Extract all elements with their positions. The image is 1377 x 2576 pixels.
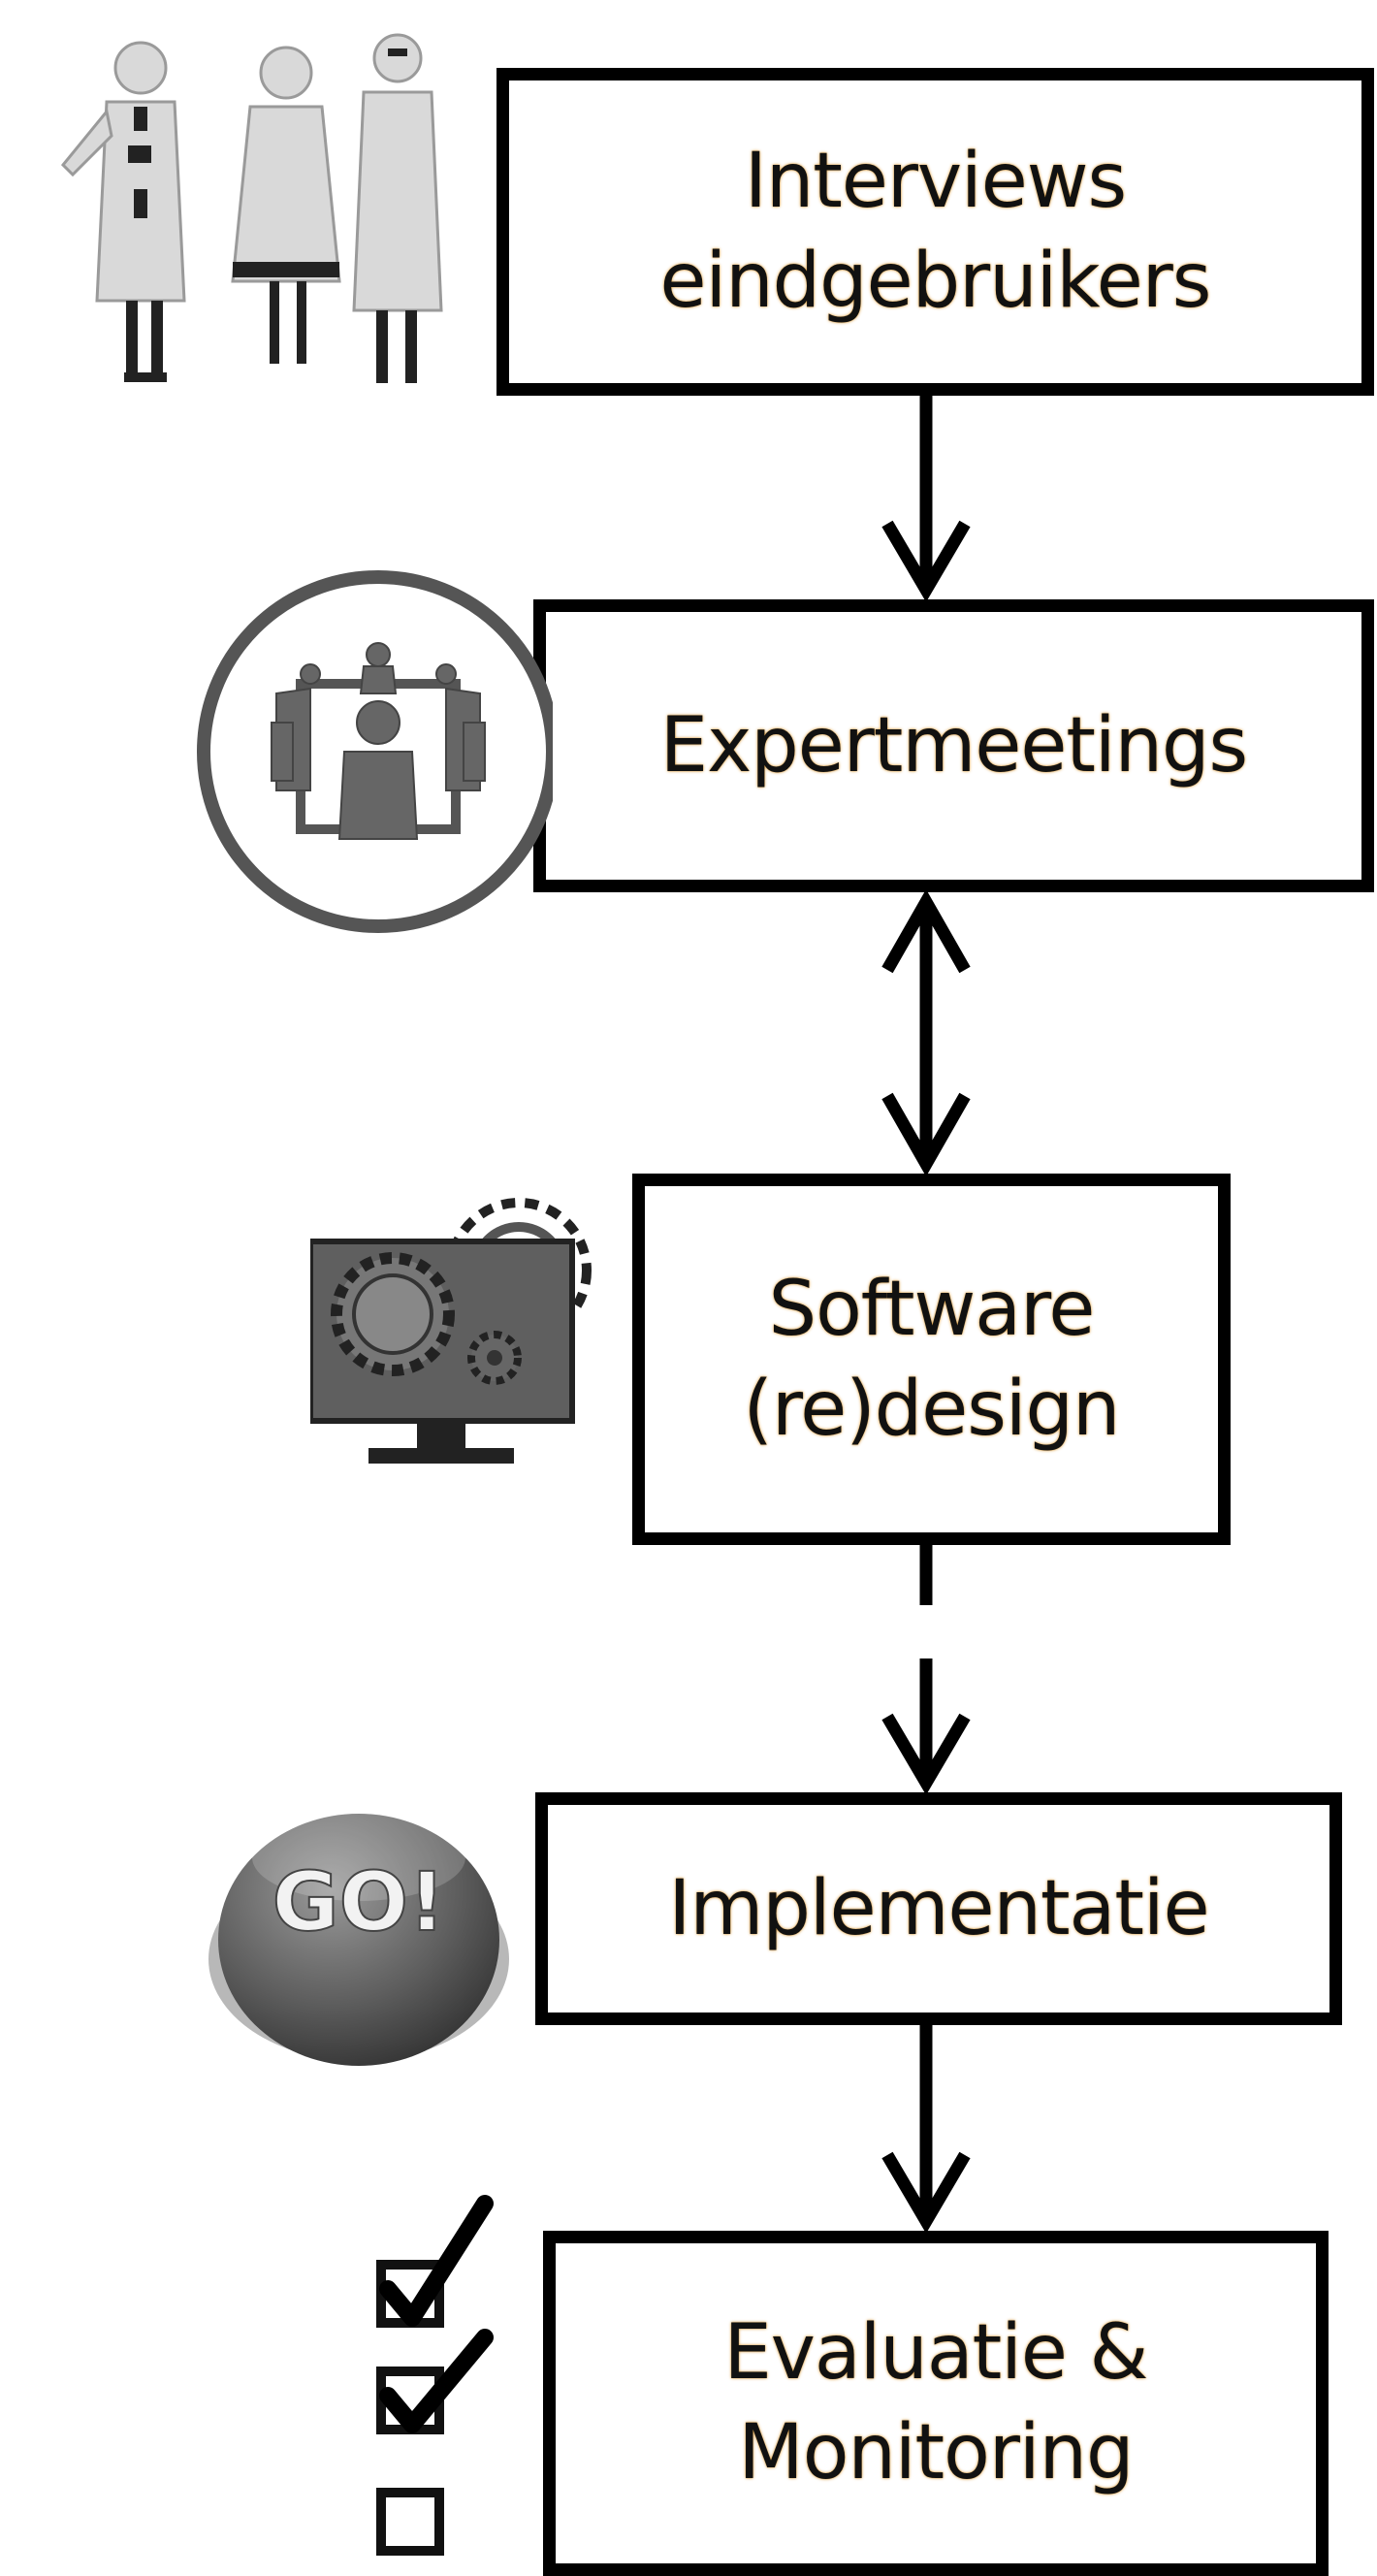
arrowhead-down-5 [881, 2151, 971, 2234]
step-label: Software (re)design [743, 1265, 1121, 1453]
meeting-icon [197, 570, 553, 933]
step-box-implementatie: Implementatie [535, 1792, 1342, 2025]
step-label: Interviews eindgebruikers [659, 138, 1212, 325]
step-box-expertmeetings: Expertmeetings [533, 599, 1374, 892]
step-box-evaluatie: Evaluatie & Monitoring [543, 2231, 1329, 2576]
monitor-gears-icon [310, 1198, 592, 1464]
arrowhead-down-1 [881, 520, 971, 602]
go-button-icon: GO! [208, 1814, 509, 2066]
arrowhead-up-2 [881, 888, 971, 974]
checklist-icon [376, 2195, 494, 2556]
checkbox-empty [376, 2488, 444, 2556]
go-button-text: GO! [272, 1854, 446, 1949]
step-box-software-redesign: Software (re)design [632, 1174, 1231, 1545]
checkmark [379, 2195, 494, 2327]
step-box-interviews: Interviews eindgebruikers [496, 68, 1374, 396]
step-label: Expertmeetings [659, 701, 1248, 789]
step-label: Implementatie [668, 1864, 1209, 1952]
arrowhead-down-3 [881, 1092, 971, 1177]
checkmark [379, 2329, 494, 2433]
arrowhead-down-4 [881, 1713, 971, 1795]
step-label: Evaluatie & Monitoring [723, 2309, 1148, 2496]
healthcare-workers-icon [60, 33, 443, 383]
